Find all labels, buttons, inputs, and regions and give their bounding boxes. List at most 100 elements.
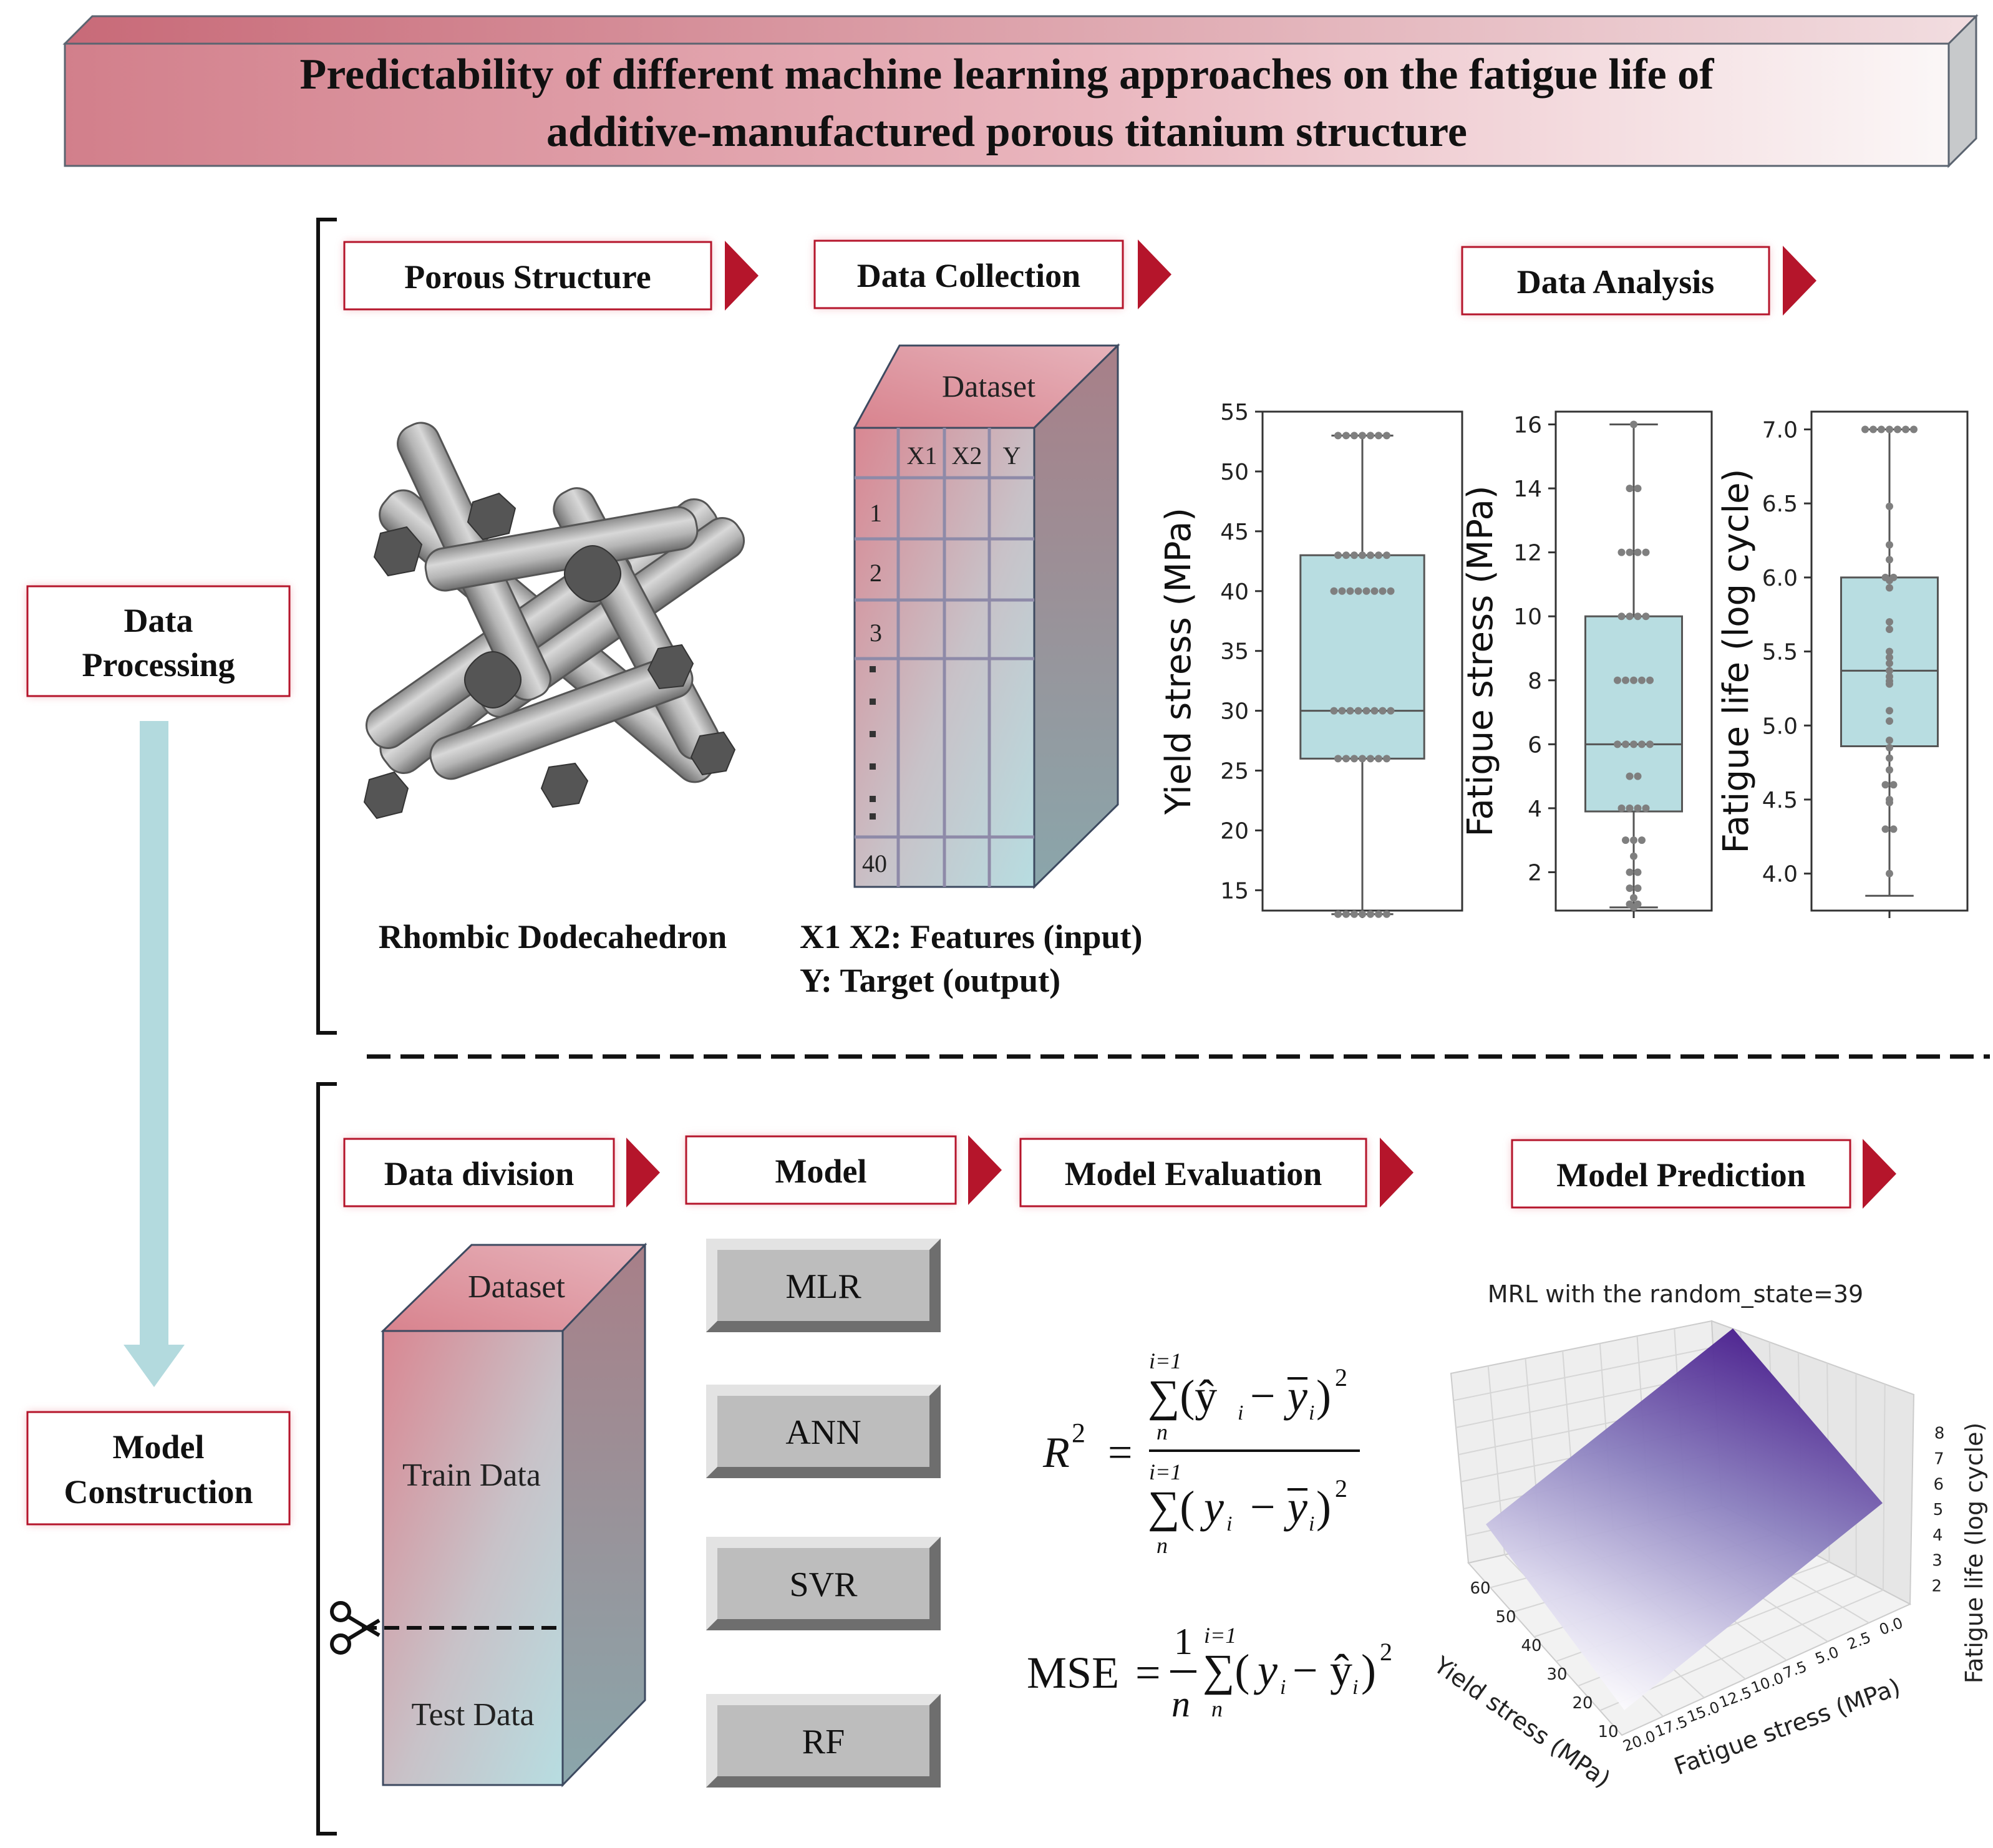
model-ann-button[interactable]: ANN (706, 1385, 941, 1478)
bracket-data-processing (316, 218, 337, 1035)
title-banner: Predictability of different machine lear… (62, 14, 1979, 168)
y-tick-label: 20 (1220, 818, 1249, 844)
scissors-icon (330, 1601, 381, 1655)
data-point (1367, 755, 1374, 763)
dataset-caption-features: X1 X2: Features (input) (800, 918, 1142, 955)
data-point (1383, 755, 1390, 763)
data-point (1334, 551, 1342, 559)
y-tick-label: 10 (1598, 1723, 1619, 1741)
y-tick-label: 50 (1220, 460, 1249, 485)
data-point (1375, 755, 1382, 763)
data-point (1642, 548, 1650, 556)
data-point (1886, 556, 1893, 564)
data-point (1886, 707, 1893, 715)
y-tick-label: 40 (1220, 579, 1249, 605)
dataset-row-index: 1 (870, 499, 882, 527)
model-mlr-button[interactable]: MLR (706, 1239, 941, 1332)
data-point (1626, 804, 1634, 812)
data-point (1878, 425, 1885, 433)
z-tick-label: 7 (1934, 1450, 1944, 1469)
data-point (1346, 587, 1354, 595)
svg-text:−: − (1250, 1371, 1276, 1421)
sum-index-bottom: n (1211, 1696, 1223, 1721)
data-point (1622, 676, 1629, 684)
y-tick-label: 35 (1220, 639, 1249, 665)
data-point (1367, 551, 1374, 559)
data-point (1646, 676, 1654, 684)
data-point (1617, 548, 1626, 556)
data-point (1626, 772, 1634, 780)
data-point (1886, 754, 1893, 762)
header-arrow-icon (968, 1135, 1002, 1205)
svg-text:i: i (1309, 1401, 1314, 1425)
svg-text:=: = (1135, 1648, 1161, 1698)
iqr-box (1299, 554, 1425, 760)
data-point (1359, 910, 1366, 918)
z-tick-label: 3 (1932, 1552, 1942, 1570)
sum-index-top: i=1 (1149, 1459, 1181, 1484)
bevel-highlight (706, 1385, 941, 1478)
data-point (1359, 551, 1366, 559)
data-point (1622, 836, 1629, 844)
y-tick-label: 6 (1528, 732, 1542, 758)
bevel-shadow (706, 1385, 941, 1478)
model-rf-button[interactable]: RF (706, 1694, 941, 1788)
data-point (1634, 804, 1642, 812)
data-point (1342, 432, 1350, 440)
r2-exponent: 2 (1072, 1418, 1085, 1448)
data-point (1889, 825, 1898, 833)
dataset-row-index: 3 (870, 619, 882, 647)
data-point (1362, 587, 1370, 595)
y-tick-label: 15 (1220, 878, 1249, 904)
surface-plane (1486, 1328, 1883, 1710)
svg-text:−: − (1292, 1645, 1318, 1695)
sum-index-bottom: n (1157, 1533, 1168, 1558)
data-point (1886, 584, 1893, 592)
title-line-2: additive-manufactured porous titanium st… (546, 108, 1467, 156)
svg-text:i: i (1238, 1401, 1243, 1425)
data-point (1646, 740, 1654, 748)
svg-text:i: i (1280, 1676, 1286, 1699)
y-tick-label: 7.0 (1762, 417, 1798, 443)
y-tick-label: 4.5 (1762, 788, 1798, 813)
header-data-collection-label: Data Collection (857, 257, 1080, 294)
button-face (717, 1250, 929, 1321)
dataset-column-header: X1 (907, 442, 938, 470)
mse-symbol: MSE (1027, 1648, 1119, 1698)
z-tick-label: 2 (1932, 1577, 1942, 1596)
data-point (1626, 485, 1634, 493)
y-tick-label: 45 (1220, 520, 1249, 545)
y-tick-label: 60 (1470, 1579, 1491, 1598)
model-svr-button[interactable]: SVR (706, 1537, 941, 1630)
data-point (1894, 425, 1901, 433)
svg-text:∑(ŷ: ∑(ŷ (1148, 1371, 1217, 1421)
data-point (1359, 432, 1366, 440)
data-point (1886, 743, 1893, 752)
bevel-highlight (706, 1694, 941, 1788)
dataset-cube-title: Dataset (942, 369, 1035, 404)
dataset-row-index: 40 (862, 849, 887, 878)
bevel-shadow (706, 1239, 941, 1332)
bevel-highlight (706, 1537, 941, 1630)
header-arrow-icon (725, 241, 759, 311)
data-point (1638, 740, 1646, 748)
data-point (1634, 485, 1642, 493)
header-porous-structure: Porous Structure (343, 241, 759, 311)
y-tick-label: 30 (1220, 699, 1249, 725)
r2-equation: R 2 = i=1 ∑(ŷ i − y i ) 2 n i=1 ∑( y i −… (1042, 1348, 1360, 1558)
surface-z-axis-label: Fatigue life (log cycle) (1961, 1423, 1988, 1684)
data-point (1367, 910, 1374, 918)
data-point (1642, 804, 1650, 812)
y-tick-label: 20 (1573, 1694, 1593, 1713)
data-point (1638, 676, 1646, 684)
data-point (1375, 432, 1382, 440)
data-point (1622, 740, 1629, 748)
header-data-division-label: Data division (384, 1155, 575, 1192)
data-point (1617, 612, 1626, 621)
y-tick-label: 25 (1220, 759, 1249, 785)
button-face (717, 1705, 929, 1776)
data-point (1379, 587, 1387, 595)
data-point (1614, 740, 1621, 748)
